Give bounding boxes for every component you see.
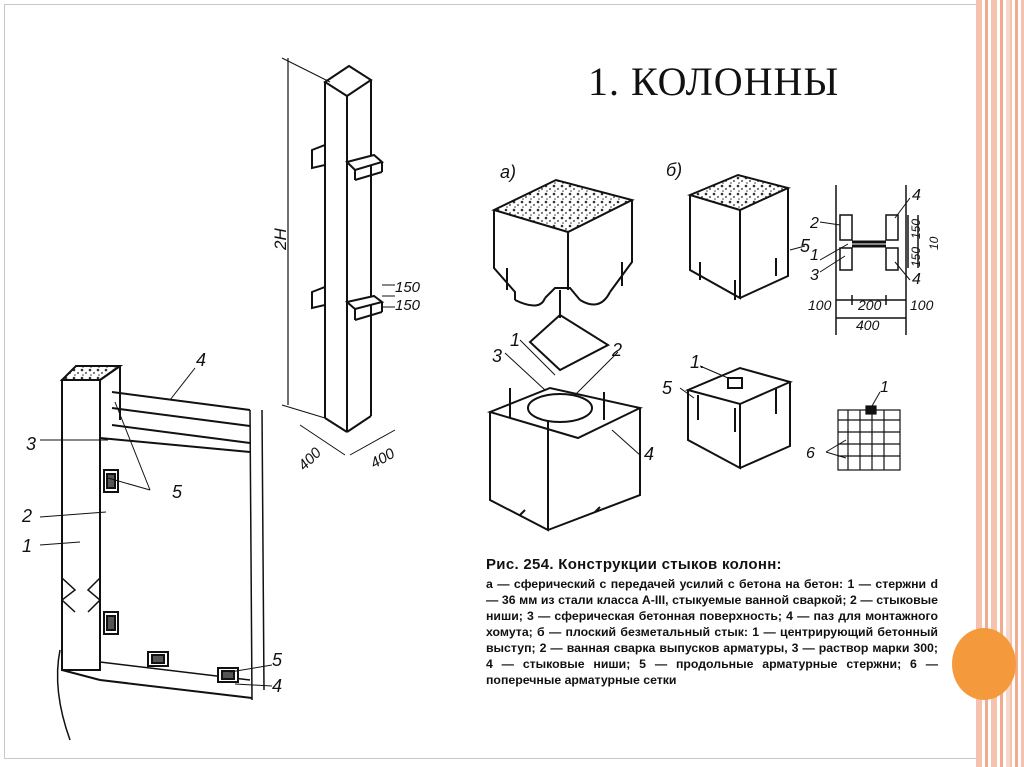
frame-drawing (39, 365, 273, 741)
section-dim-400: 400 (856, 317, 880, 333)
section-label-2: 2 (809, 215, 819, 232)
joint-a-letter: а) (500, 162, 516, 182)
height-label: 2H (271, 228, 290, 251)
frame-label-4-top: 4 (196, 350, 206, 370)
joint-a-label-1: 1 (510, 330, 520, 350)
section-dim-200: 200 (857, 297, 882, 313)
section-dim-100-right: 100 (910, 297, 934, 313)
mesh-label-6: 6 (806, 445, 815, 462)
section-label-4-bottom: 4 (912, 271, 921, 288)
frame-label-5-bottom: 5 (272, 650, 283, 670)
section-dim-150b: 150 (909, 247, 923, 267)
joint-a-drawing (486, 178, 644, 532)
orange-circle-decoration (952, 628, 1016, 700)
joint-b-label-5-left: 5 (662, 378, 673, 398)
decorative-stripe-inner (1006, 0, 1010, 767)
frame-label-1: 1 (22, 536, 32, 556)
caption-title: Рис. 254. Конструкции стыков колонн: (486, 556, 782, 573)
slide-title: 1. КОЛОННЫ (588, 59, 840, 104)
joint-b-drawing (679, 173, 806, 470)
width-right-label: 400 (368, 445, 399, 473)
frame-label-5-mid: 5 (172, 482, 183, 502)
section-label-4-top: 4 (912, 187, 921, 204)
section-drawing (819, 185, 919, 335)
joint-b-label-5-top: 5 (800, 236, 811, 256)
frame-label-4-bottom: 4 (272, 676, 282, 696)
joint-a-label-4: 4 (644, 444, 654, 464)
joint-a-label-2: 2 (611, 340, 622, 360)
joint-a-label-3: 3 (492, 346, 502, 366)
width-left-label: 400 (295, 444, 325, 474)
joint-b-label-1: 1. (690, 352, 705, 372)
frame-label-2: 2 (21, 506, 32, 526)
section-dim-150a: 150 (909, 219, 923, 239)
caption-body: а — сферический с передачей усилий с бет… (486, 577, 938, 687)
mesh-drawing (825, 391, 901, 471)
joint-b-letter: б) (666, 160, 682, 180)
figure-caption: Рис. 254. Конструкции стыков колонн: а —… (486, 556, 938, 688)
dim-150-bottom: 150 (395, 297, 421, 314)
section-dim-100-left: 100 (808, 297, 832, 313)
tall-column-drawing (281, 57, 396, 456)
mesh-label-1: 1 (880, 379, 889, 396)
frame-label-3: 3 (26, 434, 36, 454)
section-label-1: 1 (810, 247, 819, 264)
section-label-3: 3 (810, 267, 819, 284)
dim-150-top: 150 (395, 279, 421, 296)
section-dim-10: 10 (927, 236, 941, 250)
